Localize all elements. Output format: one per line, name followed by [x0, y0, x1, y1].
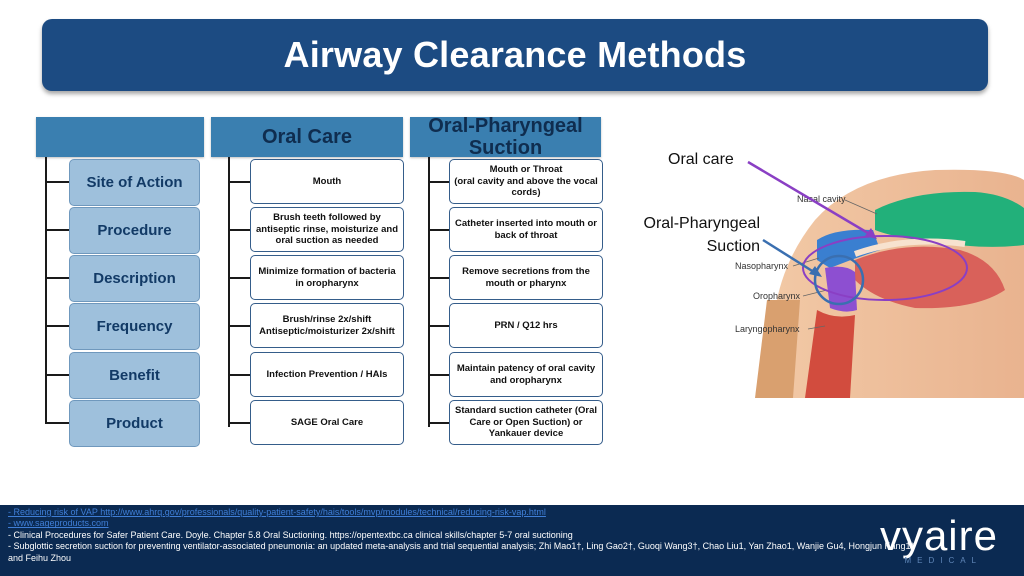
- laryngopharynx: [805, 310, 855, 398]
- slide-title: Airway Clearance Methods: [283, 34, 747, 75]
- reference-text: and Feihu Zhou: [8, 552, 72, 563]
- connector-branch: [228, 422, 250, 424]
- suction-label: Oral-Pharyngeal Suction: [643, 215, 761, 255]
- cell-text-line: Maintain patency of oral cavity: [456, 363, 596, 374]
- palate: [853, 238, 966, 257]
- connector-line-col2: [428, 157, 430, 427]
- cell-text-line: in oropharynx: [295, 277, 359, 289]
- cell-text-line: Mouth: [312, 175, 342, 187]
- connector-branch: [428, 181, 449, 183]
- cell-text-line: (oral cavity and above the vocal: [454, 175, 598, 187]
- connector-branch: [428, 325, 449, 327]
- oral-care-cell: Mouth: [250, 159, 404, 204]
- oral-care-arrow: [747, 160, 874, 238]
- row-label: Site of Action: [69, 159, 200, 206]
- suction-arrow: [762, 238, 818, 276]
- suction-cell: PRN / Q12 hrs: [449, 303, 603, 348]
- connector-branch: [228, 325, 250, 327]
- cell-text-line: PRN / Q12 hrs: [494, 319, 558, 331]
- connector-branch: [45, 229, 69, 231]
- header-oral-care: Oral Care: [211, 117, 403, 157]
- reference-link[interactable]: - Reducing risk of VAP http://www.ahrq.g…: [8, 507, 546, 517]
- connector-branch: [228, 181, 250, 183]
- connector-branch: [428, 422, 449, 424]
- cell-text-line: Brush/rinse 2x/shift: [282, 314, 372, 325]
- connector-line-col0: [45, 157, 47, 423]
- nasopharynx: [817, 229, 880, 268]
- cell-text-line: Catheter inserted into mouth or: [455, 218, 597, 229]
- vyaire-logo: vyaire: [879, 512, 998, 559]
- cell-text-line: Mouth or Throat: [489, 164, 563, 176]
- footer-references: - Reducing risk of VAP http://www.ahrq.g…: [0, 505, 1024, 576]
- cell-text-line: Brush teeth followed by: [273, 212, 381, 224]
- cell-text-line: Standard suction catheter (Oral: [454, 405, 597, 417]
- label-nasopharynx: Nasopharynx: [735, 261, 789, 271]
- oral-care-cell: SAGE Oral Care: [250, 400, 404, 445]
- row-label: Benefit: [69, 352, 200, 399]
- label-laryngopharynx: Laryngopharynx: [735, 324, 800, 334]
- reference-text: - Subglottic secretion suction for preve…: [8, 541, 915, 552]
- cell-text-line: oral suction as needed: [275, 235, 379, 247]
- cell-text-line: Care or Open Suction) or: [469, 416, 583, 428]
- cell-text-line: mouth or pharynx: [485, 277, 567, 289]
- connector-branch: [228, 229, 250, 231]
- oropharynx: [825, 266, 857, 312]
- connector-branch: [228, 277, 250, 279]
- cell-text-line: Minimize formation of bacteria: [258, 266, 396, 277]
- oral-care-highlight: [802, 235, 968, 301]
- connector-branch: [45, 277, 69, 279]
- header-suction-label: Oral-Pharyngeal Suction: [428, 115, 583, 159]
- connector-branch: [45, 181, 69, 183]
- oral-care-cell: Infection Prevention / HAIs: [250, 352, 404, 397]
- row-label: Procedure: [69, 207, 200, 254]
- connector-branch: [228, 374, 250, 376]
- vyaire-logo-subtitle: MEDICAL: [904, 556, 982, 565]
- row-label: Frequency: [69, 303, 200, 350]
- cell-text-line: and oropharynx: [490, 374, 562, 386]
- connector-line-col1: [228, 157, 230, 427]
- label-oropharynx: Oropharynx: [753, 291, 801, 301]
- cell-text-line: Remove secretions from the: [462, 266, 590, 277]
- cell-text-line: back of throat: [494, 229, 558, 241]
- reference-text: - Clinical Procedures for Safer Patient …: [8, 529, 573, 540]
- row-label: Description: [69, 255, 200, 302]
- connector-branch: [45, 422, 69, 424]
- header-suction: Oral-Pharyngeal Suction: [410, 115, 601, 159]
- spine: [755, 300, 800, 398]
- cell-text-line: cords): [511, 187, 541, 199]
- cell-text-line: Yankauer device: [488, 428, 564, 440]
- connector-branch: [428, 277, 449, 279]
- connector-branch: [45, 374, 69, 376]
- row-label: Product: [69, 400, 200, 447]
- cell-text-line: SAGE Oral Care: [290, 416, 364, 428]
- connector-branch: [45, 325, 69, 327]
- suction-highlight: [813, 254, 865, 306]
- reference-link[interactable]: - www.sageproducts.com: [8, 518, 109, 529]
- label-nasal-cavity: Nasal cavity: [797, 194, 846, 204]
- connector-branch: [428, 374, 449, 376]
- cell-text-line: Antiseptic/moisturizer 2x/shift: [259, 325, 395, 337]
- header-oral-care-label: Oral Care: [261, 126, 353, 148]
- cell-text-line: antiseptic rinse, moisturize and: [255, 223, 398, 235]
- connector-branch: [428, 229, 449, 231]
- nasal-cavity: [875, 191, 1024, 247]
- cell-text-line: Infection Prevention / HAIs: [266, 368, 388, 380]
- oral-care-label: Oral care: [668, 151, 734, 168]
- title-banner: Airway Clearance Methods: [42, 19, 988, 91]
- header-blank: [36, 117, 204, 157]
- suction-cell: Mouth or Throat(oral cavity and above th…: [449, 159, 603, 204]
- head-anatomy-illustration: Nasal cavity Nasopharynx Oropharynx Lary…: [735, 160, 1024, 398]
- tongue: [855, 246, 1005, 309]
